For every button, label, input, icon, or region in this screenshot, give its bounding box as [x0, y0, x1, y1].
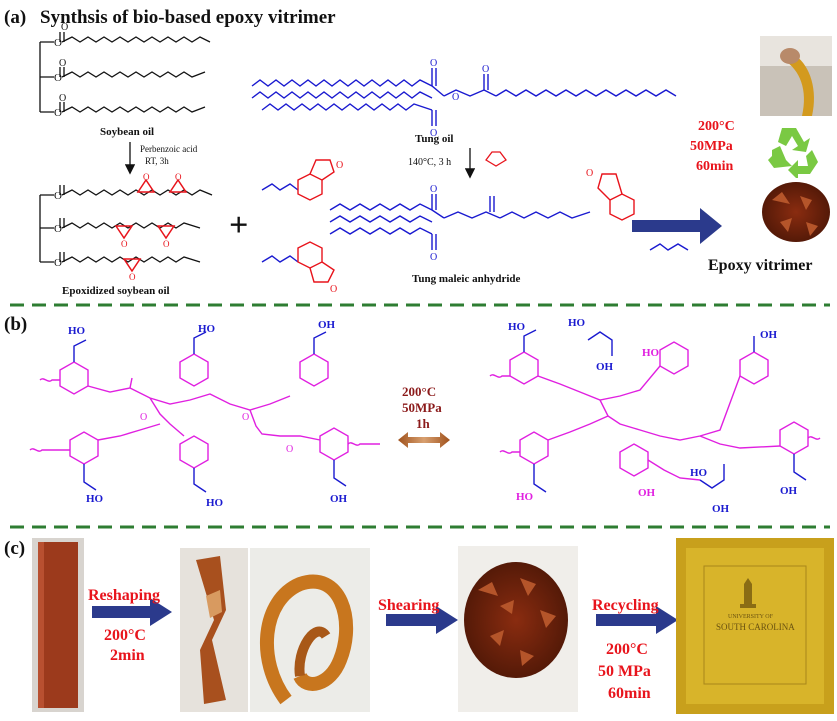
tung-condition: 140°C, 3 h	[408, 157, 451, 168]
reshaping-label: Reshaping	[88, 587, 160, 604]
cure-pressure: 50MPa	[690, 139, 733, 154]
net-o-1: O	[140, 412, 147, 423]
r-ho-2: HO	[568, 317, 586, 329]
r-oh-2: OH	[760, 329, 778, 341]
ho-3: HO	[86, 493, 104, 505]
network-right	[489, 341, 821, 481]
epoxide-o-4: O	[163, 239, 170, 249]
photo-sheared-flakes	[458, 546, 578, 712]
curing-arrow	[632, 208, 722, 244]
reshaping-arrow	[92, 598, 172, 626]
soy-o-bot: O	[59, 93, 66, 104]
recycle-icon	[768, 128, 818, 180]
tung-oil-structure	[251, 68, 677, 126]
r-ho-1: HO	[508, 321, 526, 333]
tma-o-4: O	[430, 184, 437, 195]
recycling-arrow	[596, 606, 678, 634]
epoxide-o-1: O	[143, 172, 150, 182]
network-left-hydroxyl	[73, 331, 347, 493]
net-o-2: O	[242, 412, 249, 423]
r-ho-3: HO	[642, 347, 660, 359]
plus-sign: +	[229, 207, 248, 244]
exchange-pressure: 50MPa	[402, 400, 442, 415]
r-oh-1: OH	[596, 361, 614, 373]
exchange-time: 1h	[416, 416, 431, 431]
soy-o-1: O	[54, 37, 62, 49]
panel-a-tag: (a)	[4, 7, 26, 28]
tma-label: Tung maleic anhydride	[412, 273, 521, 285]
tung-o-4: O	[452, 92, 459, 103]
ho-1: HO	[68, 325, 86, 337]
reshaping-temp: 200°C	[104, 627, 146, 644]
soy-o-3: O	[54, 107, 62, 119]
soy-o-mid: O	[59, 58, 66, 69]
r-oh-3: OH	[638, 487, 656, 499]
photo-flakes	[760, 178, 832, 248]
soy-o-2: O	[54, 72, 62, 84]
panel-a-title: Synthsis of bio-based epoxy vitrimer	[40, 7, 336, 28]
tung-o-2: O	[482, 64, 489, 75]
tma-backbone	[261, 183, 689, 263]
tma-o-3: O	[586, 168, 593, 179]
tung-o-1: O	[430, 58, 437, 69]
logo-line-1: UNIVERSITY OF	[728, 614, 774, 620]
epoxide-o-2: O	[175, 172, 182, 182]
reagent-perbenzoic: Perbenzoic acid	[140, 144, 198, 154]
soybean-oil-structure	[39, 32, 211, 113]
ho-2: HO	[198, 323, 216, 335]
exchange-arrow	[398, 432, 450, 448]
photo-flat-sample	[32, 538, 84, 712]
epoxide-rings	[114, 178, 188, 273]
oh-2: OH	[330, 493, 348, 505]
epoxide-o-5: O	[129, 272, 136, 282]
esbo-o-2: O	[54, 223, 62, 235]
anhydride-rings	[297, 159, 635, 283]
r-ho-5: HO	[690, 467, 708, 479]
logo-line-2: SOUTH CAROLINA	[716, 622, 795, 632]
esbo-o-1: O	[54, 190, 62, 202]
panel-b-tag: (b)	[4, 314, 27, 335]
product-label: Epoxy vitrimer	[708, 257, 812, 274]
tung-oil-label: Tung oil	[415, 133, 453, 145]
cure-time: 60min	[696, 159, 734, 174]
photo-bent-strip	[760, 36, 832, 116]
epoxide-o-3: O	[121, 239, 128, 249]
shearing-label: Shearing	[378, 597, 439, 614]
reagent-rt: RT, 3h	[145, 156, 169, 166]
esbo-o-3: O	[54, 257, 62, 269]
exchange-temp: 200°C	[402, 384, 436, 399]
esbo-structure	[39, 185, 213, 263]
network-right-hydroxyl	[523, 329, 807, 493]
reshaping-time: 2min	[110, 647, 145, 664]
photo-recycled-film	[676, 538, 834, 714]
university-seal-icon	[740, 578, 756, 608]
r-oh-4: OH	[712, 503, 730, 515]
maleic-anhydride-icon	[485, 151, 507, 167]
net-o-3: O	[286, 444, 293, 455]
photo-coiled-strip	[250, 548, 370, 712]
tma-o-2: O	[330, 284, 337, 295]
ho-4: HO	[206, 497, 224, 509]
r-ho-4: HO	[516, 491, 534, 503]
r-oh-5: OH	[780, 485, 798, 497]
cure-temp: 200°C	[698, 119, 735, 134]
recycling-label: Recycling	[592, 597, 659, 614]
soy-o-top: O	[61, 22, 68, 33]
esbo-label: Epoxidized soybean oil	[62, 285, 170, 297]
tung-o-3: O	[430, 128, 437, 139]
recycling-time: 60min	[608, 685, 651, 702]
oh-1: OH	[318, 319, 336, 331]
tma-o-1: O	[336, 160, 343, 171]
soybean-oil-label: Soybean oil	[100, 126, 154, 138]
recycling-temp: 200°C	[606, 641, 648, 658]
shearing-arrow	[386, 606, 458, 634]
tma-o-5: O	[430, 252, 437, 263]
recycling-pressure: 50 MPa	[598, 663, 651, 680]
network-left	[29, 353, 380, 469]
photo-twisted-strip	[180, 548, 248, 712]
panel-c-tag: (c)	[4, 538, 25, 559]
